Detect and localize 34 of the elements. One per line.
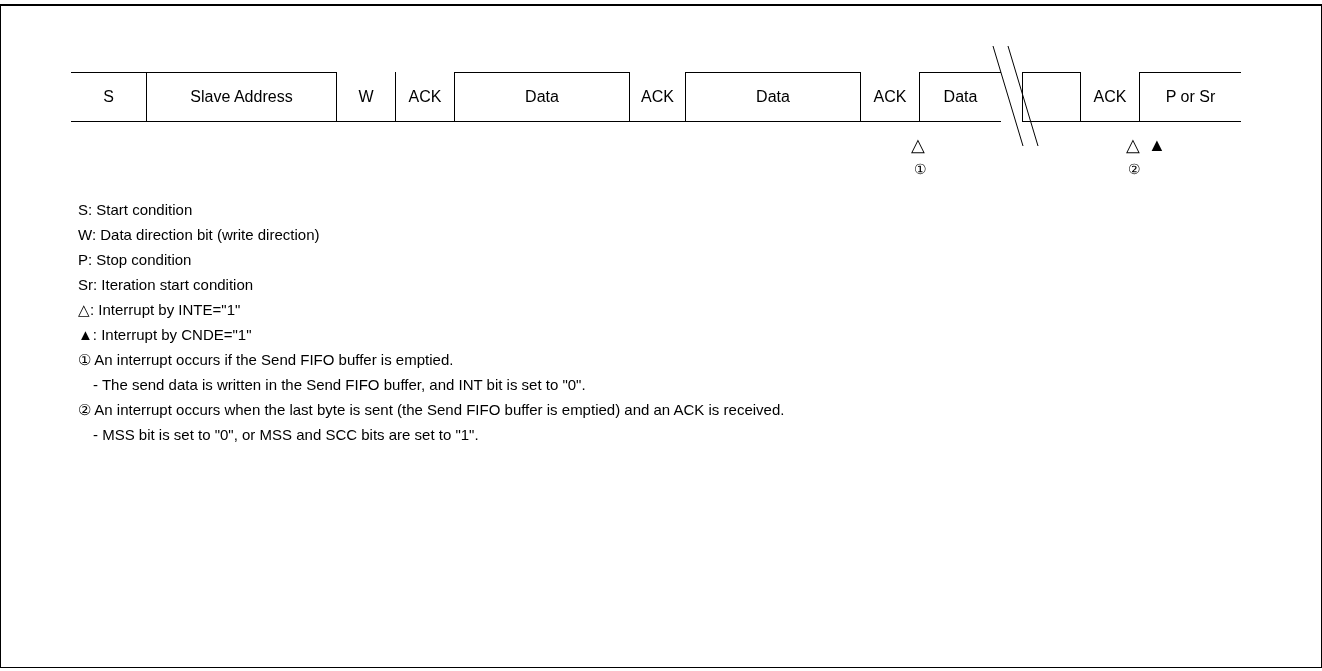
bit-field: [454, 72, 630, 122]
legend-note: △: Interrupt by INTE="1": [78, 302, 241, 317]
bit-field: [71, 72, 146, 122]
bit-field: [1139, 72, 1241, 122]
field-label: ACK: [641, 87, 674, 106]
legend-note: - MSS bit is set to "0", or MSS and SCC bits are set to "1".: [93, 427, 479, 442]
field-label: S: [103, 88, 114, 106]
legend-note: ② An interrupt occurs when the last byte is sent (the Send FIFO buffer is emptied) and an ACK is received.: [78, 402, 785, 417]
field-label: W: [358, 87, 374, 106]
field-label: ACK: [873, 87, 907, 106]
interrupt-mark: △: [911, 136, 925, 154]
field-label: Data: [943, 88, 978, 106]
legend-note: P: Stop condition: [78, 252, 192, 267]
legend-note: - The send data is written in the Send FIFO buffer, and INT bit is set to "0".: [93, 377, 586, 392]
field-label: Slave Address: [190, 88, 293, 106]
bit-field: [395, 72, 454, 122]
field-label: ACK: [1093, 87, 1127, 106]
interrupt-mark: ▲: [1148, 136, 1166, 154]
callout-number: ②: [1128, 162, 1141, 176]
legend-note: ▲: Interrupt by CNDE="1": [78, 327, 252, 342]
empty-field: [1022, 72, 1081, 122]
legend-note: Sr: Iteration start condition: [78, 277, 254, 292]
bit-field: [685, 72, 861, 122]
field-label: Data: [756, 88, 790, 106]
field-label: P or Sr: [1165, 88, 1216, 106]
legend-note: W: Data direction bit (write direction): [78, 227, 320, 242]
bit-field: [919, 72, 1001, 122]
callout-number: ①: [914, 162, 927, 176]
field-label: ACK: [408, 87, 442, 106]
legend-note: ① An interrupt occurs if the Send FIFO buffer is emptied.: [78, 352, 454, 367]
field-label: Data: [525, 88, 559, 106]
interrupt-mark: △: [1126, 136, 1140, 154]
legend-note: S: Start condition: [78, 202, 193, 217]
bit-field: [146, 72, 337, 122]
